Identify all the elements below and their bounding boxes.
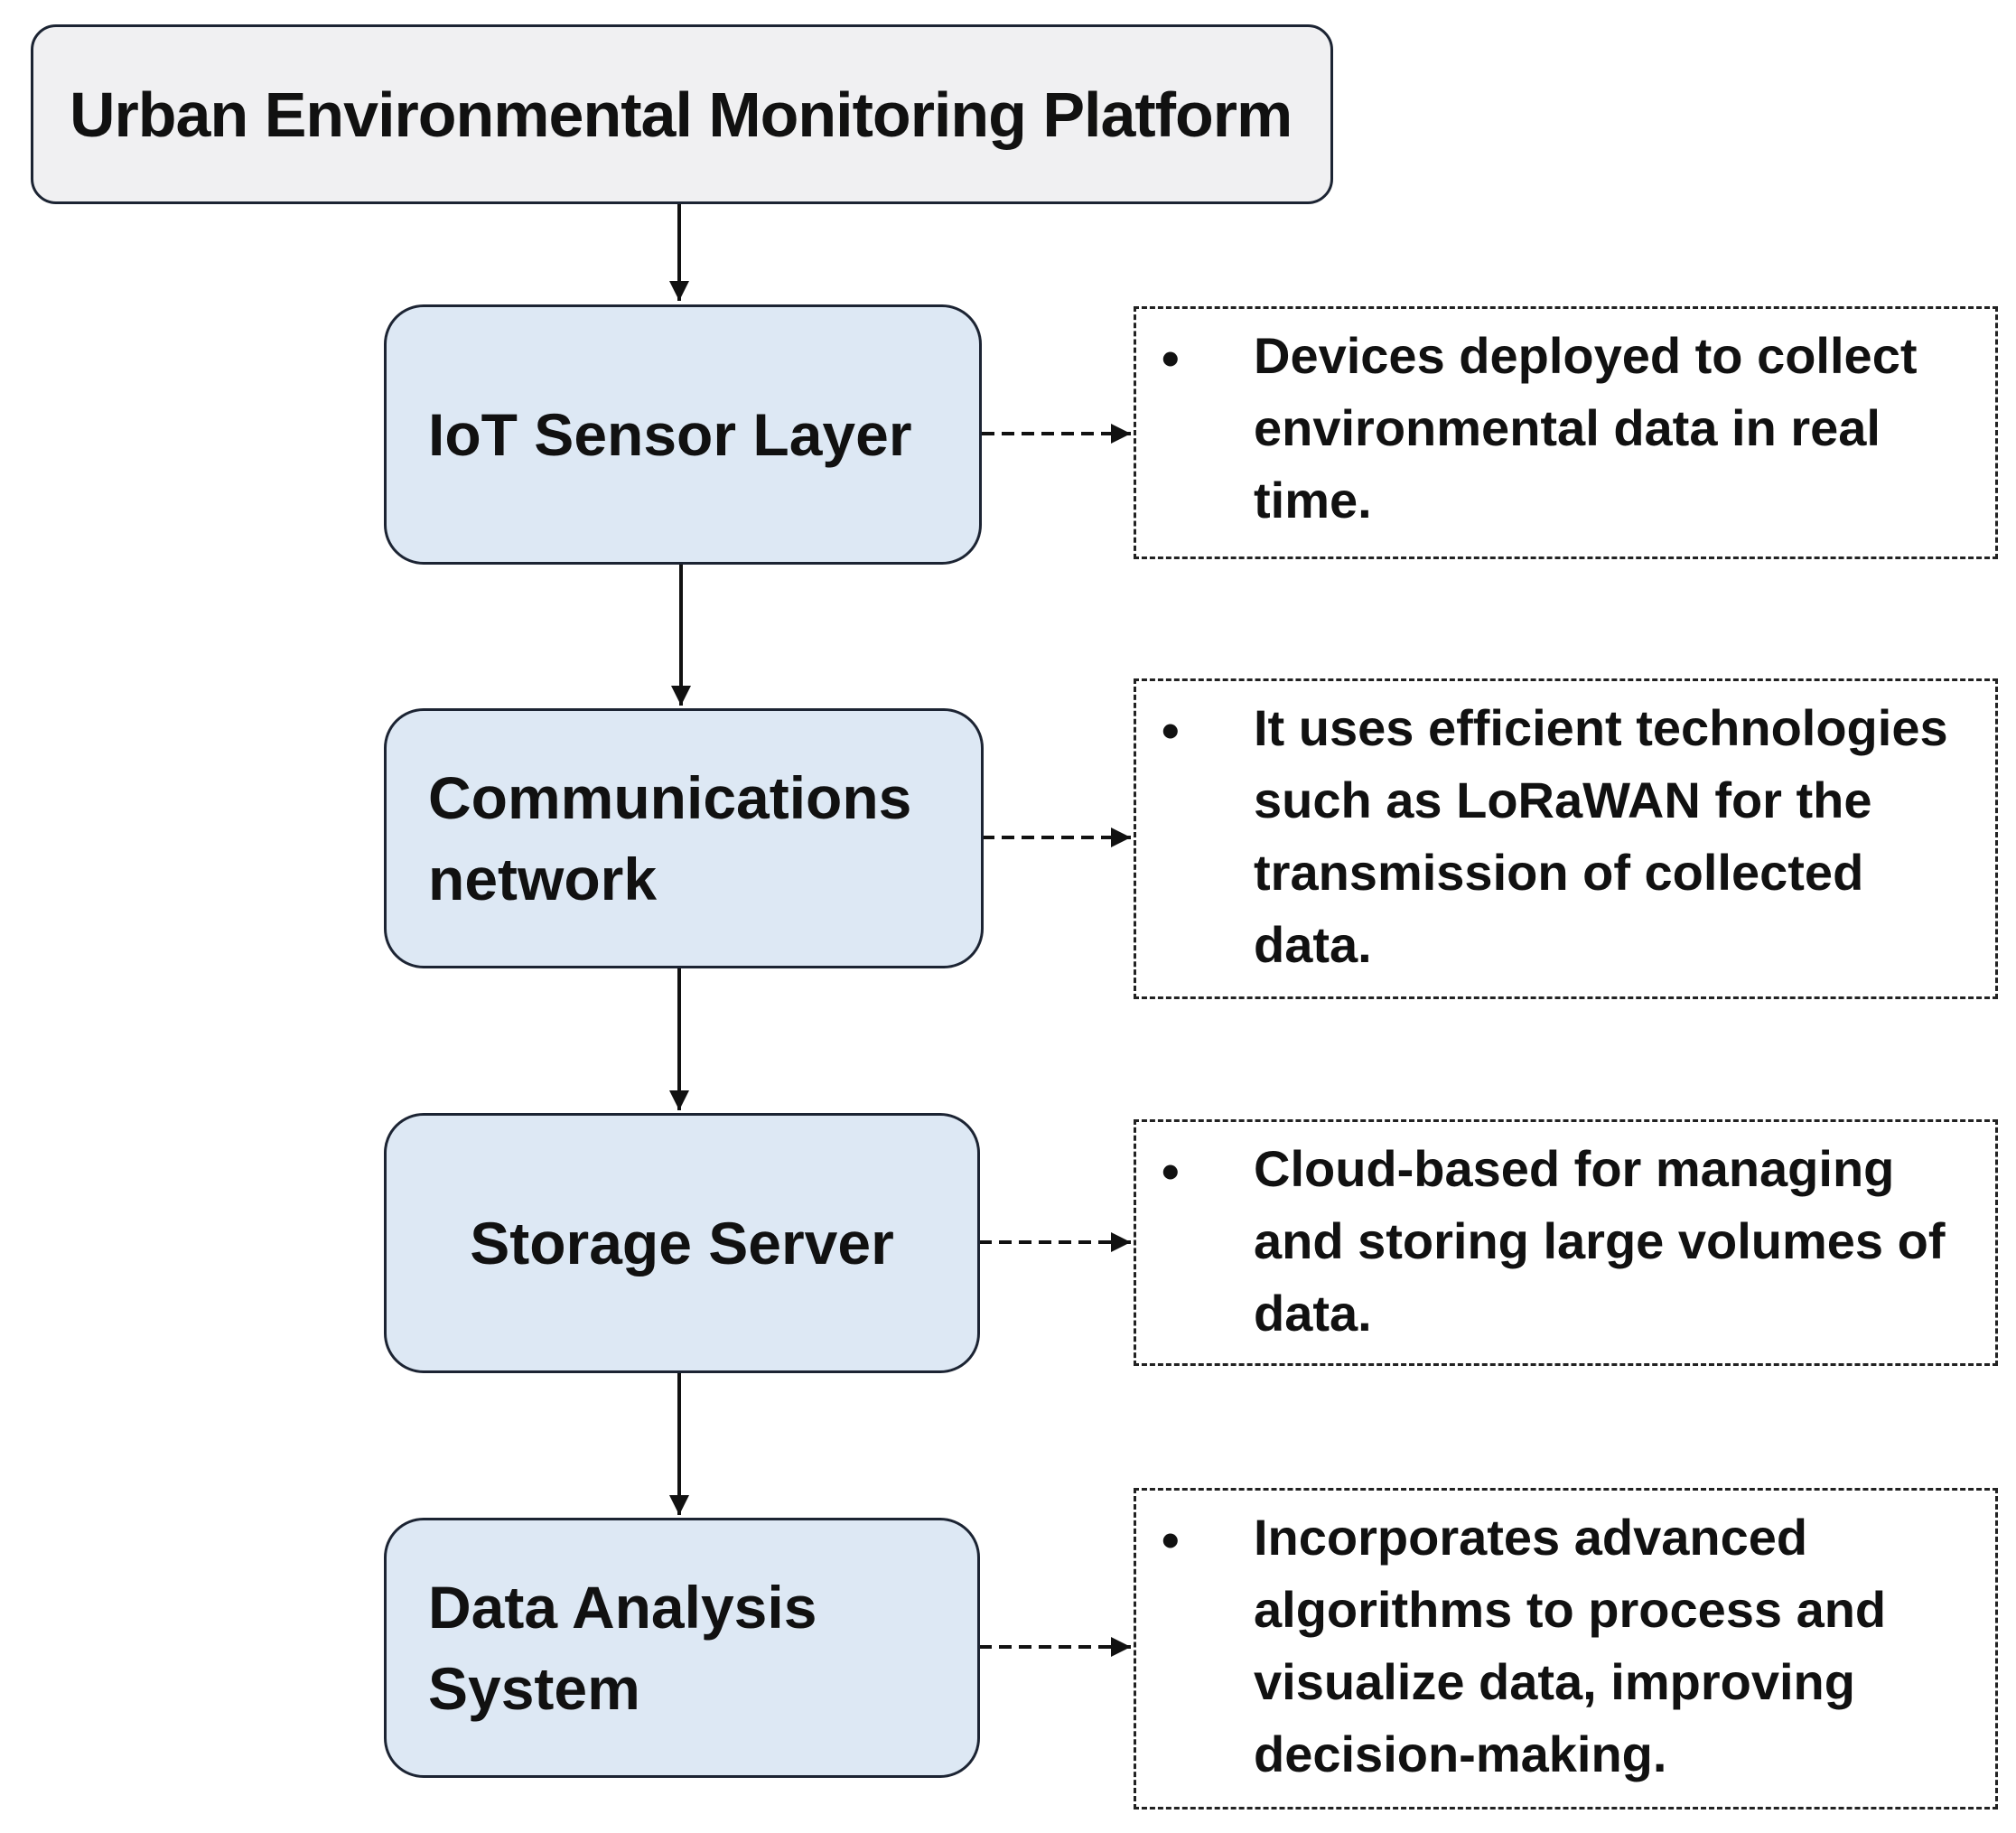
storage-server-box: Storage Server xyxy=(384,1113,980,1373)
data-analysis-system-note: • Incorporates advanced algorithms to pr… xyxy=(1134,1488,1998,1810)
communications-network-note: • It uses efficient technologies such as… xyxy=(1134,678,1998,999)
bullet-icon: • xyxy=(1162,1143,1180,1200)
bullet-icon: • xyxy=(1162,702,1180,759)
data-analysis-system-note-text: Incorporates advanced algorithms to proc… xyxy=(1254,1509,1887,1782)
communications-network-label: Communications network xyxy=(428,764,912,912)
bullet-icon: • xyxy=(1162,330,1180,387)
platform-title: Urban Environmental Monitoring Platform xyxy=(70,79,1293,150)
iot-sensor-layer-label: IoT Sensor Layer xyxy=(428,401,912,468)
iot-sensor-layer-box: IoT Sensor Layer xyxy=(384,304,982,565)
communications-network-note-text: It uses efficient technologies such as L… xyxy=(1254,699,1948,973)
communications-network-box: Communications network xyxy=(384,708,984,968)
platform-title-box: Urban Environmental Monitoring Platform xyxy=(31,24,1333,204)
data-analysis-system-box: Data Analysis System xyxy=(384,1518,980,1778)
bullet-icon: • xyxy=(1162,1511,1180,1568)
storage-server-label: Storage Server xyxy=(470,1210,894,1277)
iot-sensor-note: • Devices deployed to collect environmen… xyxy=(1134,306,1998,559)
storage-server-note-text: Cloud-based for managing and storing lar… xyxy=(1254,1140,1946,1342)
data-analysis-system-label: Data Analysis System xyxy=(428,1574,817,1722)
storage-server-note: • Cloud-based for managing and storing l… xyxy=(1134,1119,1998,1366)
iot-sensor-note-text: Devices deployed to collect environmenta… xyxy=(1254,327,1918,528)
